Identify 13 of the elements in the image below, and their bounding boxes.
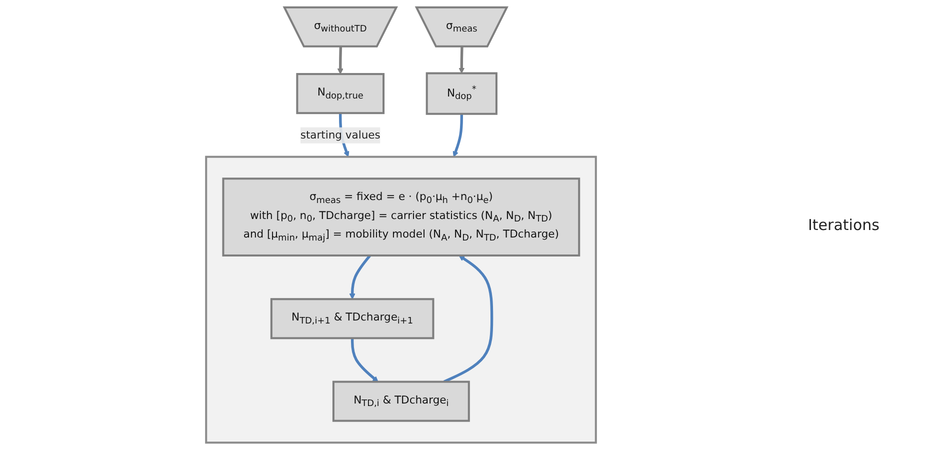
node-box: σ$_{meas}$ = fixed = e · (p$_{0}$·μ$_{h}$ +n$_{0}$·μ$_{e}$) with [p$_{0}$, n$_{0}$, TDcharge] = carrier statistics (N$_{A}$, N$_{D}$, N$_{TD}$) and [μ$_{min}$, μ$_{maj}$] = mobility model (N$_{A}$, N$_{D}$, N$_{TD}$, TDcharge) bbox=[222, 178, 580, 256]
arrow bbox=[350, 338, 378, 382]
arrow bbox=[443, 255, 494, 383]
arrow bbox=[349, 254, 372, 300]
node-box: N$_{dop,true}$ bbox=[296, 73, 385, 114]
node-box: N$_{TD,i+1}$ & TDcharge$_{i+1}$ bbox=[270, 298, 434, 340]
edge-label: starting values bbox=[300, 128, 380, 142]
arrow bbox=[458, 46, 465, 74]
arrow bbox=[337, 46, 344, 74]
cluster bbox=[205, 156, 597, 444]
node-box: N$_{TD,i}$ & TDcharge$_{i}$ bbox=[332, 380, 470, 422]
note-label: Iterations bbox=[808, 216, 880, 234]
arrow bbox=[452, 114, 463, 158]
